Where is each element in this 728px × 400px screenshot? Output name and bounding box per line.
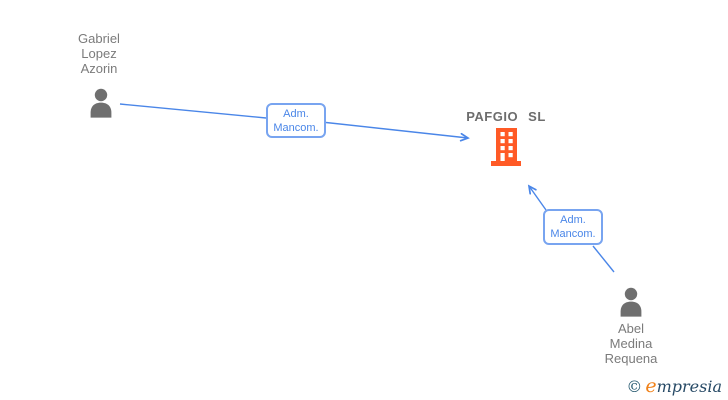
edge-label-adm-mancom-2[interactable]: Adm. Mancom. <box>543 209 603 245</box>
person-name-line: Abel <box>617 321 645 336</box>
empresia-logo-text: mpresia <box>656 377 722 396</box>
person-name-line: Azorin <box>80 61 118 76</box>
person-node-name-abel-medina-requena[interactable]: Abel Medina Requena <box>581 321 681 366</box>
connector-label1-to-company-arrow <box>325 121 470 142</box>
edge-label-adm-mancom-1[interactable]: Adm. Mancom. <box>266 103 326 138</box>
person-icon[interactable] <box>87 88 115 123</box>
connector-label2-to-company-arrow <box>527 184 547 211</box>
connector-person2-to-label2 <box>592 245 615 273</box>
edge-label-line: Adm. <box>283 107 309 120</box>
building-icon[interactable] <box>490 127 522 171</box>
connector-person1-to-label1 <box>119 103 267 119</box>
edge-label-line: Adm. <box>560 214 586 226</box>
person-name-line: Gabriel <box>78 31 120 46</box>
empresia-logo-initial: e <box>645 375 657 397</box>
person-node-name-gabriel-lopez-azorin[interactable]: Gabriel Lopez Azorin <box>49 31 149 76</box>
edge-label-line: Mancom. <box>273 121 319 134</box>
person-name-line: Requena <box>604 351 658 366</box>
company-node-name-pafgio-sl[interactable]: PAFGIO SL <box>466 109 546 124</box>
empresia-logo[interactable]: ©empresia <box>626 375 722 397</box>
person-icon[interactable] <box>617 287 645 322</box>
copyright-icon: © <box>626 377 643 396</box>
person-name-line: Lopez <box>81 46 117 61</box>
person-name-line: Medina <box>609 336 653 351</box>
edge-label-line: Mancom. <box>550 228 596 240</box>
